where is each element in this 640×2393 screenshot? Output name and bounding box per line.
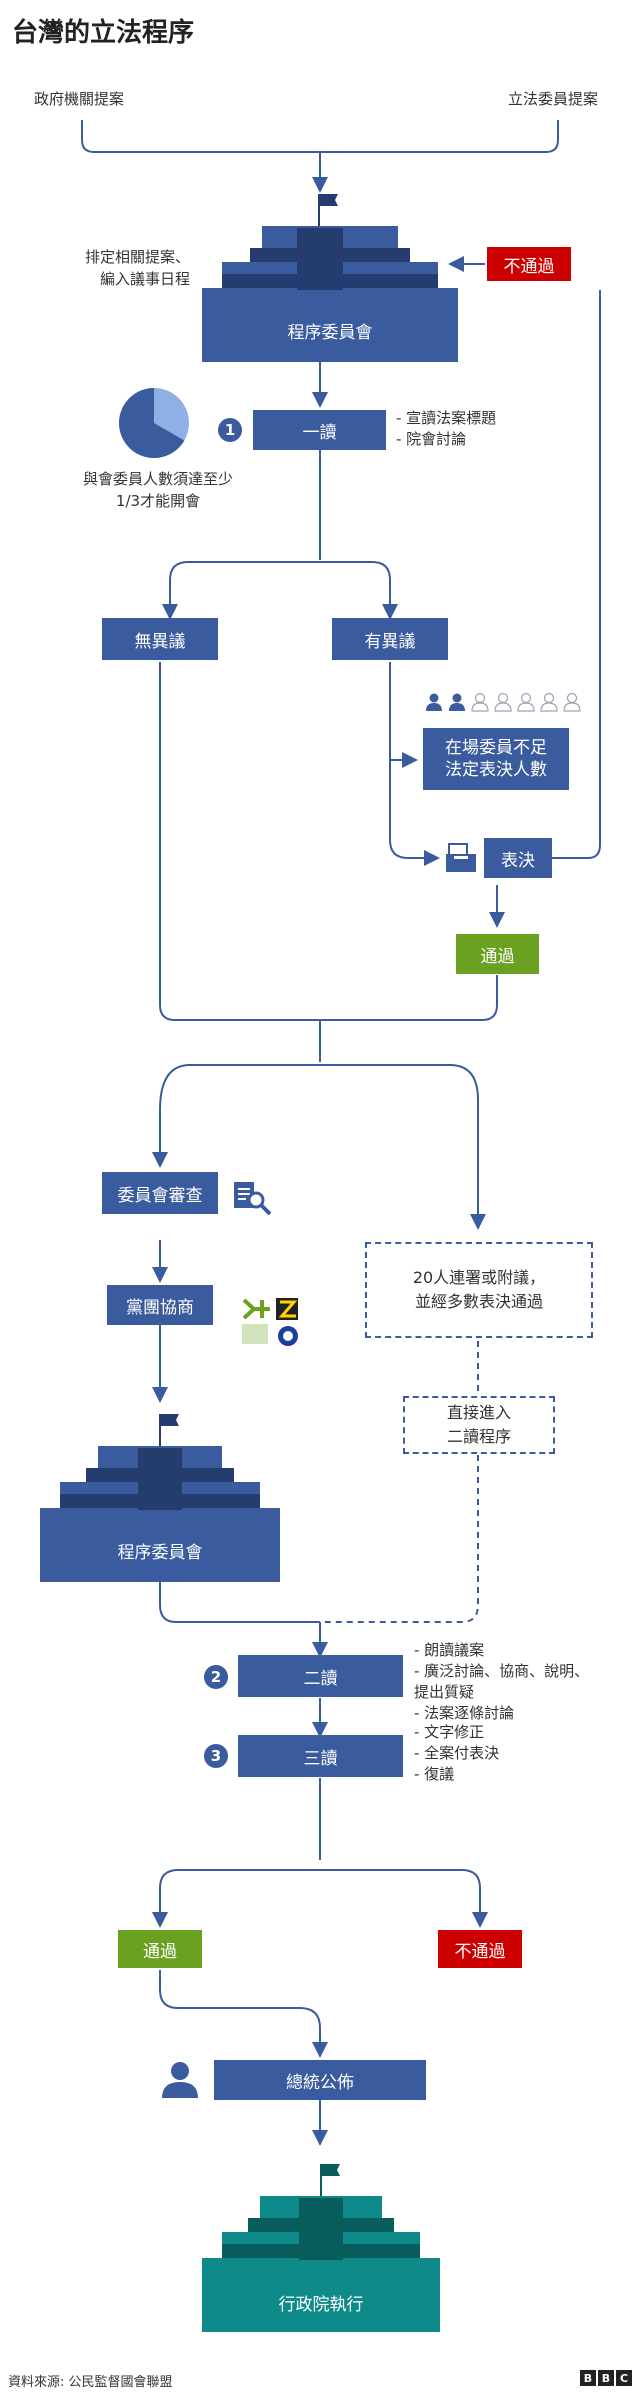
attendance-people-icons: [424, 692, 582, 712]
page-title: 台灣的立法程序: [12, 18, 195, 48]
promulgation-box: 總統公佈: [214, 2060, 426, 2100]
person-filled-icon: [449, 693, 465, 711]
person-empty-icon: [471, 692, 489, 712]
first-reading-box: 一讀: [253, 410, 386, 450]
committee-1-label: 程序委員會: [287, 323, 373, 343]
quorum-pie-chart: [119, 388, 189, 458]
person-empty-icon: [517, 692, 535, 712]
legislature-building-2-icon: [40, 1414, 280, 1582]
executive-building-icon: [202, 2164, 440, 2332]
step-3-badge: 3: [204, 1744, 228, 1768]
first-reading-bullets: - 宣讀法案標題 - 院會討論: [396, 409, 497, 448]
legislature-building-icon: [202, 194, 458, 362]
direct-second-reading-box: 直接進入 二讀程序: [403, 1396, 555, 1454]
vote-box: 表決: [484, 838, 552, 878]
document-search-icon: [234, 1182, 272, 1216]
person-empty-icon: [563, 692, 581, 712]
passed-final-box: 通過: [118, 1930, 202, 1968]
quorum-pie-slice: [119, 388, 185, 458]
passed-mid-box: 通過: [456, 934, 539, 974]
bbc-letter-c: C: [616, 2370, 632, 2386]
insufficient-quorum-box: 在場委員不足 法定表決人數: [423, 728, 569, 790]
person-empty-icon: [494, 692, 512, 712]
executive-label: 行政院執行: [278, 2295, 364, 2315]
third-reading-box: 三讀: [238, 1735, 403, 1777]
not-passed-final-box: 不通過: [438, 1930, 522, 1968]
not-passed-top-box: 不通過: [487, 247, 571, 281]
step-1-badge: 1: [218, 418, 242, 442]
party-logos-icon: [240, 1296, 310, 1348]
bbc-logo: B B C: [580, 2370, 632, 2386]
person-filled-icon: [426, 693, 442, 711]
president-person-icon: [162, 2062, 198, 2098]
objection-box: 有異議: [332, 618, 448, 660]
schedule-note: 排定相關提案、 編入議事日程: [84, 248, 190, 288]
no-objection-box: 無異議: [102, 618, 218, 660]
petition-box: 20人連署或附議， 並經多數表決通過: [365, 1242, 593, 1338]
source-government: 政府機關提案: [34, 90, 125, 108]
bbc-letter-b1: B: [580, 2370, 596, 2386]
second-reading-box: 二讀: [238, 1655, 403, 1697]
committee-2-label: 程序委員會: [117, 1543, 203, 1563]
committee-review-box: 委員會審查: [102, 1172, 218, 1214]
bbc-letter-b2: B: [598, 2370, 614, 2386]
source-footer: 資料來源: 公民監督國會聯盟: [8, 2375, 173, 2390]
second-reading-bullets: - 朗讀議案 - 廣泛討論、協商、說明、 提出質疑 - 法案逐條討論: [414, 1641, 590, 1722]
party-negotiation-box: 黨團協商: [107, 1285, 213, 1325]
quorum-note: 與會委員人數須達至少 1/3才能開會: [82, 470, 233, 510]
step-2-badge: 2: [204, 1665, 228, 1689]
third-reading-bullets: - 文字修正 - 全案付表決 - 復議: [414, 1723, 500, 1783]
source-legislator: 立法委員提案: [508, 90, 599, 108]
ballot-box-icon: [446, 843, 476, 872]
person-empty-icon: [540, 692, 558, 712]
